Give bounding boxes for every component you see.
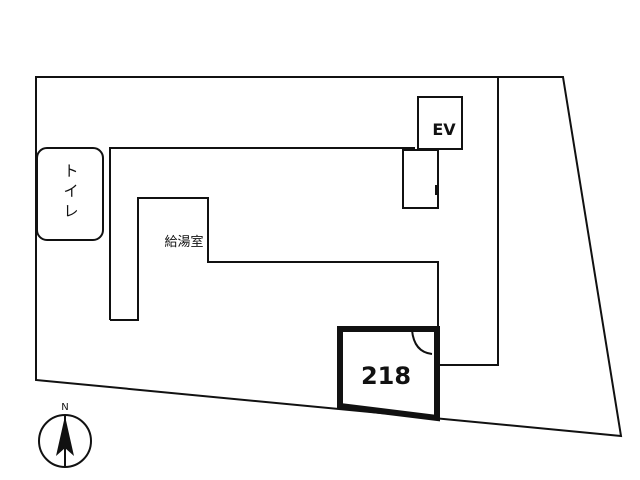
north-label: N [61, 402, 68, 413]
corridor-wall-stub [110, 197, 439, 330]
toilet-room [36, 147, 104, 241]
corridor-wall-left [109, 147, 415, 320]
corridor-wall-right [438, 77, 499, 366]
svg-text:トイレ: トイレ [63, 162, 78, 220]
shaft-box [402, 149, 439, 209]
kitchenette-label: 給湯室 [164, 234, 203, 250]
unit-218-outline [337, 326, 440, 422]
elevator-shaft [417, 96, 463, 150]
building-outline [35, 76, 623, 438]
unit-218-door-arc [411, 329, 433, 355]
north-arrow-icon [38, 414, 92, 468]
unit-218-label: 218 [361, 362, 411, 390]
toilet-label: トイレ [63, 162, 78, 220]
elevator-label: EV [432, 120, 456, 139]
